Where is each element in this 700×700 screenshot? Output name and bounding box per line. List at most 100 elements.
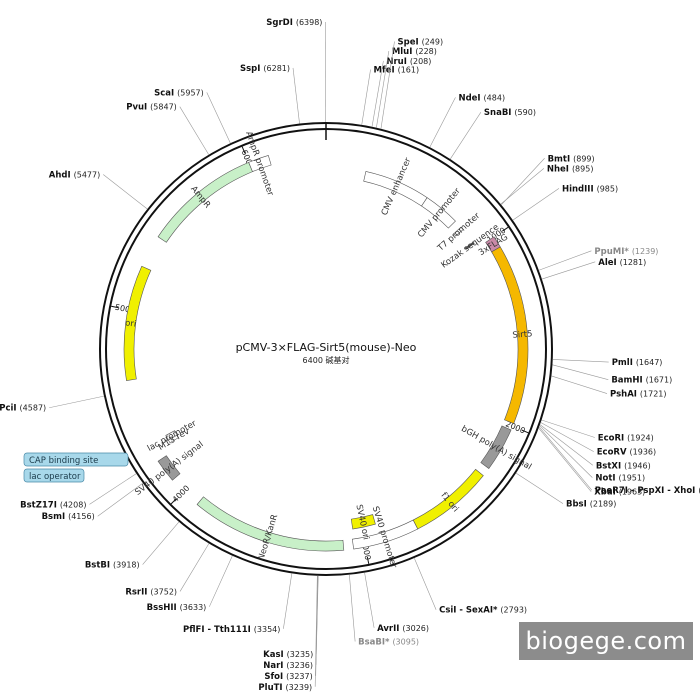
site-leader xyxy=(349,574,356,642)
backbone-outer-ring xyxy=(99,122,553,576)
feature-sv40-ori xyxy=(350,514,376,530)
site-leader xyxy=(179,543,210,592)
site-leader xyxy=(512,188,560,221)
site-leader xyxy=(501,158,545,206)
badge-label: lac operator xyxy=(29,472,81,482)
site-position: (6398) xyxy=(296,18,323,27)
feature-label: Sirt5 xyxy=(512,329,533,340)
site-name: PflFI - Tth111I xyxy=(183,625,254,635)
site-position: (3354) xyxy=(254,625,281,634)
tick-mark xyxy=(111,305,119,309)
feature-bgh-poly-a-signal xyxy=(480,425,512,469)
site-label: BstXI (1946) xyxy=(596,461,651,471)
site-position: (2189) xyxy=(590,500,617,509)
feature-sv40-promoter xyxy=(351,519,419,550)
site-leader xyxy=(376,51,390,128)
tick-mark xyxy=(501,226,509,232)
site-position: (4208) xyxy=(60,500,87,509)
site-leader xyxy=(209,555,233,607)
site-position: (5957) xyxy=(177,88,204,97)
site-leader xyxy=(89,473,137,505)
site-leader xyxy=(540,422,594,452)
site-position: (1957) xyxy=(698,486,700,495)
site-label: BstZ17I (4208) xyxy=(20,500,86,510)
site-name: SnaBI xyxy=(484,108,515,118)
site-name: AleI xyxy=(598,258,619,268)
site-label: MfeI (161) xyxy=(374,66,420,76)
site-position: (1936) xyxy=(630,448,657,457)
site-name: BmtI xyxy=(548,154,574,164)
site-label: ScaI (5957) xyxy=(154,88,204,98)
site-leader xyxy=(97,482,144,517)
site-position: (161) xyxy=(398,66,420,75)
site-name: PshAI xyxy=(610,390,640,400)
site-position: (5477) xyxy=(74,170,101,179)
feature-neor-kanr xyxy=(196,496,345,552)
badge-label: CAP binding site xyxy=(29,456,98,466)
site-leader xyxy=(500,168,545,205)
site-name: AvrII xyxy=(377,624,402,634)
site-label: PvuI (5847) xyxy=(126,103,177,113)
site-label: MluI (228) xyxy=(392,47,437,57)
site-label: PluTI (3239) xyxy=(258,683,312,693)
site-leader xyxy=(364,572,375,628)
site-position: (3918) xyxy=(113,561,140,570)
site-position: (3026) xyxy=(402,624,429,633)
site-label: XbaI (1963) xyxy=(594,488,645,498)
site-name: NdeI xyxy=(458,93,483,103)
site-leader xyxy=(551,375,608,394)
site-label: NarI (3236) xyxy=(263,661,313,671)
site-name: SspI xyxy=(240,64,263,74)
site-label: BmtI (899) xyxy=(548,154,595,164)
site-label: PciI (4587) xyxy=(0,404,46,414)
badge-cap-binding-site xyxy=(23,452,129,467)
site-name: SpeI xyxy=(397,37,421,47)
site-position: (4156) xyxy=(68,512,95,521)
site-position: (1647) xyxy=(636,358,663,367)
tick-label: 4000 xyxy=(171,484,192,505)
site-label: SfoI (3237) xyxy=(264,672,312,682)
feature-label: ori xyxy=(124,318,136,329)
site-leader xyxy=(538,426,593,491)
restriction-sites: MfeI (161)NruI (208)MluI (228)SpeI (249)… xyxy=(0,18,700,693)
site-leader xyxy=(292,67,300,124)
site-label: BamHI (1671) xyxy=(611,376,672,386)
site-leader xyxy=(429,97,456,148)
site-position: (208) xyxy=(410,57,432,66)
feature-sirt5 xyxy=(491,246,529,424)
site-leader xyxy=(538,250,592,271)
site-position: (3752) xyxy=(150,587,177,596)
site-position: (1281) xyxy=(620,258,647,267)
site-label: BbsI (2189) xyxy=(566,500,616,510)
site-name: SfoI xyxy=(264,672,286,682)
feature-cmv-promoter xyxy=(421,197,456,229)
site-label: AleI (1281) xyxy=(598,258,646,268)
site-name: BbsI xyxy=(566,500,590,510)
site-leader xyxy=(49,395,105,409)
site-name: PaeR7I - PspXI - XhoI xyxy=(595,486,699,496)
site-name: NheI xyxy=(547,164,572,174)
feature-sv40-poly-a-signal xyxy=(157,455,181,481)
site-label: PmlI (1647) xyxy=(612,358,663,368)
site-label: SnaBI (590) xyxy=(484,108,536,118)
site-position: (1946) xyxy=(624,461,651,470)
site-name: BsmI xyxy=(42,512,69,522)
site-label: RsrII (3752) xyxy=(125,587,177,597)
site-name: SgrDI xyxy=(266,18,296,28)
site-position: (1924) xyxy=(627,434,654,443)
site-leader xyxy=(539,425,593,478)
site-position: (590) xyxy=(514,108,536,117)
site-position: (1963) xyxy=(619,488,646,497)
site-position: (5847) xyxy=(150,103,177,112)
site-name: PciI xyxy=(0,404,20,414)
site-position: (228) xyxy=(415,47,437,56)
plasmid-size: 6400 碱基对 xyxy=(303,355,350,365)
site-position: (899) xyxy=(573,154,595,163)
site-leader xyxy=(103,174,148,210)
site-leader xyxy=(380,41,395,129)
site-name: PluTI xyxy=(258,683,285,693)
site-name: BsaBI* xyxy=(358,637,392,647)
site-leader xyxy=(450,111,482,160)
site-leader xyxy=(539,424,594,466)
site-label: SgrDI (6398) xyxy=(266,18,322,28)
